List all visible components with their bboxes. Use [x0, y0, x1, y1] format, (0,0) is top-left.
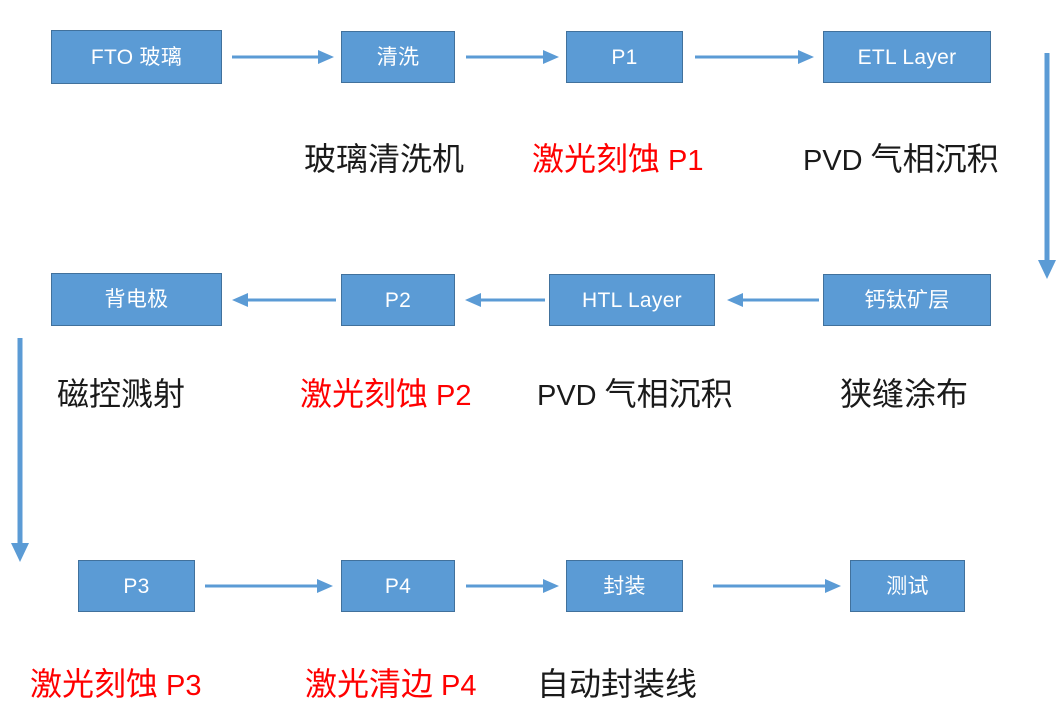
- node-p3[interactable]: P3: [78, 560, 195, 612]
- node-label: P2: [384, 288, 412, 312]
- node-encapsulation[interactable]: 封装: [566, 560, 683, 612]
- node-label: P1: [611, 45, 638, 69]
- arrow-clean-to-p1: [466, 50, 559, 64]
- node-p1[interactable]: P1: [566, 31, 683, 83]
- caption-text: 激光刻蚀: [532, 141, 669, 177]
- arrow-etl-down-to-perovskite: [1038, 53, 1056, 279]
- node-p2[interactable]: P2: [341, 274, 455, 326]
- caption-text: 气相沉积: [596, 376, 733, 412]
- node-test[interactable]: 测试: [850, 560, 965, 612]
- node-label: 钙钛矿层: [864, 288, 950, 312]
- caption-pvd-1: PVD 气相沉积: [803, 143, 999, 176]
- caption-glass-washer: 玻璃清洗机: [304, 143, 464, 175]
- caption-auto-encapsulation-line: 自动封装线: [537, 668, 697, 700]
- caption-text: 玻璃清洗机: [304, 141, 465, 177]
- caption-code: PVD: [803, 145, 863, 177]
- caption-text: 狭缝涂布: [840, 376, 969, 412]
- arrow-p3-to-p4: [205, 579, 333, 593]
- node-label: FTO 玻璃: [90, 45, 183, 69]
- caption-text: 气相沉积: [862, 141, 999, 177]
- node-label: 测试: [886, 574, 929, 598]
- caption-slot-die-coating: 狭缝涂布: [840, 378, 968, 410]
- node-p4[interactable]: P4: [341, 560, 455, 612]
- caption-code: P4: [441, 670, 477, 702]
- node-back-electrode[interactable]: 背电极: [51, 273, 222, 326]
- caption-code: PVD: [537, 380, 597, 412]
- caption-laser-edge-clean-p4: 激光清边 P4: [305, 668, 477, 701]
- caption-text: 激光清边: [305, 666, 442, 702]
- arrow-encapsulation-to-test: [713, 579, 841, 593]
- arrow-p1-to-etl: [695, 50, 814, 64]
- caption-code: P2: [436, 380, 472, 412]
- arrow-p4-to-encapsulation: [466, 579, 559, 593]
- node-label: ETL Layer: [857, 45, 957, 69]
- caption-text: 激光刻蚀: [300, 376, 437, 412]
- caption-code: P1: [668, 145, 704, 177]
- node-htl-layer[interactable]: HTL Layer: [549, 274, 715, 326]
- caption-pvd-2: PVD 气相沉积: [537, 378, 733, 411]
- node-label: HTL Layer: [582, 288, 682, 312]
- caption-laser-scribe-p2: 激光刻蚀 P2: [300, 378, 472, 411]
- node-label: 封装: [603, 574, 646, 598]
- node-label: 背电极: [104, 288, 169, 311]
- arrow-fto-to-clean: [232, 50, 334, 64]
- node-clean[interactable]: 清洗: [341, 31, 455, 83]
- arrow-back-electrode-down-to-p3: [11, 338, 29, 562]
- caption-laser-scribe-p1: 激光刻蚀 P1: [532, 143, 704, 176]
- arrow-perovskite-to-htl: [727, 293, 819, 307]
- node-fto-glass[interactable]: FTO 玻璃: [51, 30, 222, 84]
- caption-code: P3: [166, 670, 202, 702]
- arrow-p2-to-back-electrode: [232, 293, 336, 307]
- node-label: 清洗: [376, 45, 420, 69]
- arrow-htl-to-p2: [465, 293, 545, 307]
- caption-text: 激光刻蚀: [30, 666, 167, 702]
- caption-text: 磁控溅射: [57, 376, 186, 412]
- node-perovskite-layer[interactable]: 钙钛矿层: [823, 274, 991, 326]
- caption-laser-scribe-p3: 激光刻蚀 P3: [30, 668, 202, 701]
- caption-text: 自动封装线: [537, 666, 698, 702]
- node-label: P3: [123, 574, 150, 598]
- node-label: P4: [384, 574, 412, 598]
- node-etl-layer[interactable]: ETL Layer: [823, 31, 991, 83]
- caption-magnetron-sputtering: 磁控溅射: [57, 378, 185, 410]
